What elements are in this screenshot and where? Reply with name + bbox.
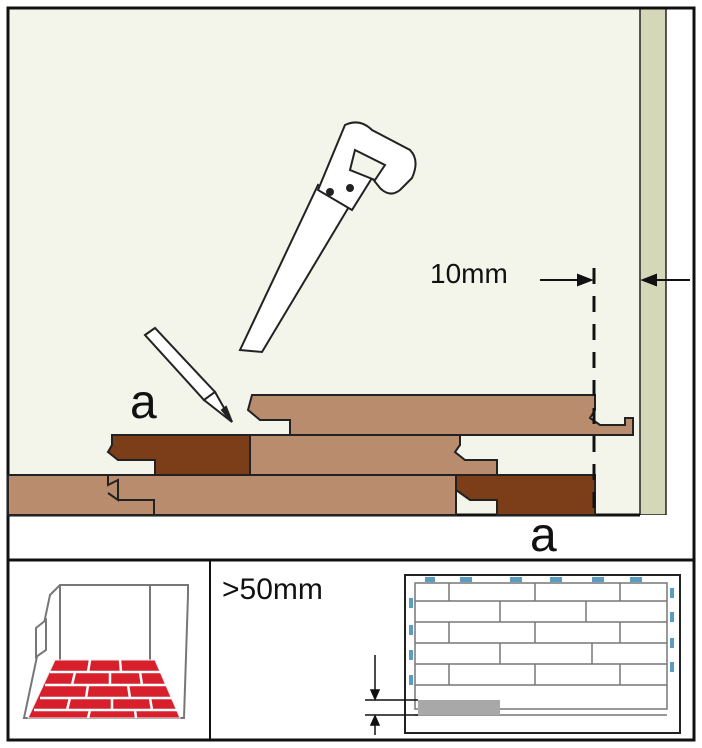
saw-icon xyxy=(238,121,417,354)
outer-frame xyxy=(6,6,696,742)
mark-label-right: a xyxy=(530,509,557,562)
brick-layout-icon xyxy=(365,574,681,735)
plank-top xyxy=(246,394,634,436)
gap-arrows xyxy=(540,273,690,287)
planks xyxy=(7,394,634,516)
plank-bottom-dark xyxy=(455,474,596,516)
plank-middle-light xyxy=(249,434,498,476)
floor-strip xyxy=(8,515,694,560)
clearance-label: >50mm xyxy=(222,573,323,606)
wall xyxy=(639,7,667,516)
mark-label-left: a xyxy=(130,376,157,429)
gap-label: 10mm xyxy=(430,258,508,289)
room-icon xyxy=(22,584,189,719)
pencil-icon xyxy=(143,326,233,423)
plank-bottom-light xyxy=(7,474,457,516)
